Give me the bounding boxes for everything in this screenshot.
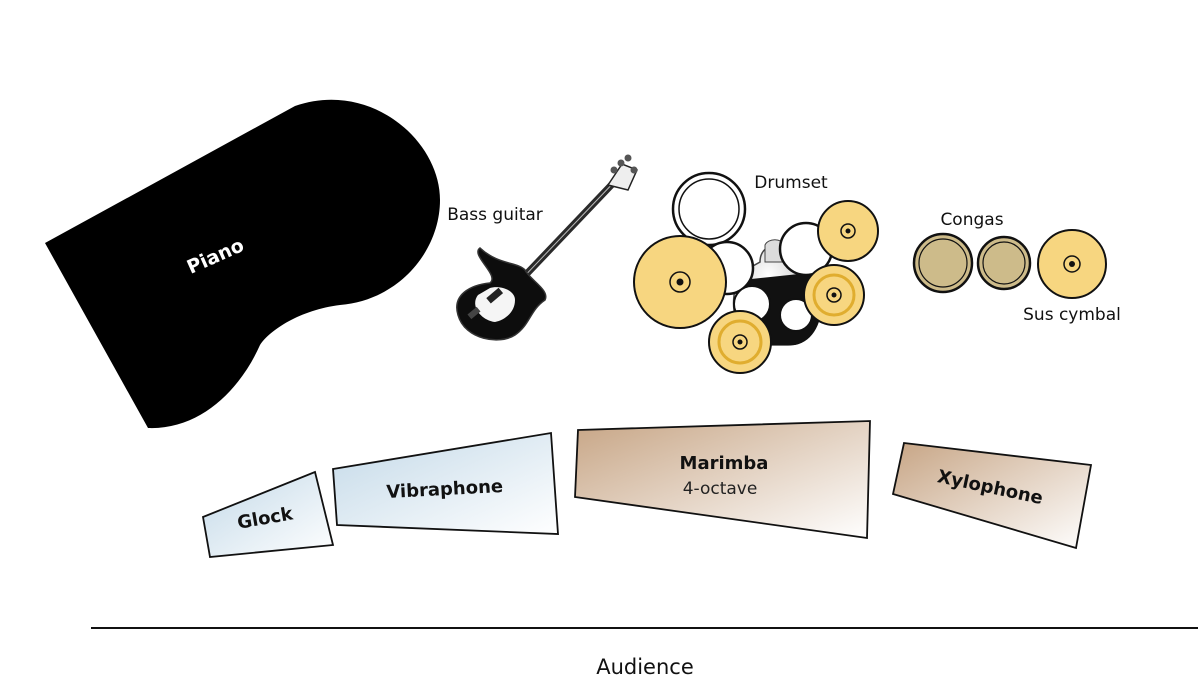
conga-1 — [912, 232, 974, 294]
sus-cymbal-label: Sus cymbal — [1023, 305, 1121, 325]
piano-shape — [45, 99, 440, 429]
congas: Congas — [912, 210, 1032, 294]
marimba-shape — [574, 420, 871, 540]
marimba-label: Marimba — [680, 453, 769, 474]
xylophone-shape — [891, 442, 1093, 550]
sus-cymbal: Sus cymbal — [1023, 229, 1121, 325]
conga-2 — [976, 235, 1032, 291]
drumset-label: Drumset — [754, 173, 828, 193]
ride-cymbal — [633, 235, 727, 329]
bass-guitar-label: Bass guitar — [447, 205, 543, 225]
hihat-cymbal — [708, 310, 772, 374]
audience: Audience — [91, 627, 1198, 679]
tom-1 — [671, 171, 747, 247]
piano: Piano — [45, 99, 440, 429]
splash-cymbal — [803, 264, 865, 326]
crash-cymbal — [817, 200, 879, 262]
xylophone: Xylophone — [891, 442, 1093, 550]
bass-guitar: Bass guitar — [447, 154, 639, 341]
marimba-sub-label: 4-octave — [683, 479, 758, 499]
marimba: Marimba 4-octave — [574, 420, 871, 540]
congas-label: Congas — [940, 210, 1003, 230]
vibraphone-shape — [332, 431, 559, 535]
audience-label: Audience — [596, 655, 694, 679]
drumset: Drumset — [633, 171, 879, 374]
glock: Glock — [201, 470, 335, 558]
glock-shape — [201, 470, 335, 558]
vibraphone: Vibraphone — [332, 431, 559, 535]
